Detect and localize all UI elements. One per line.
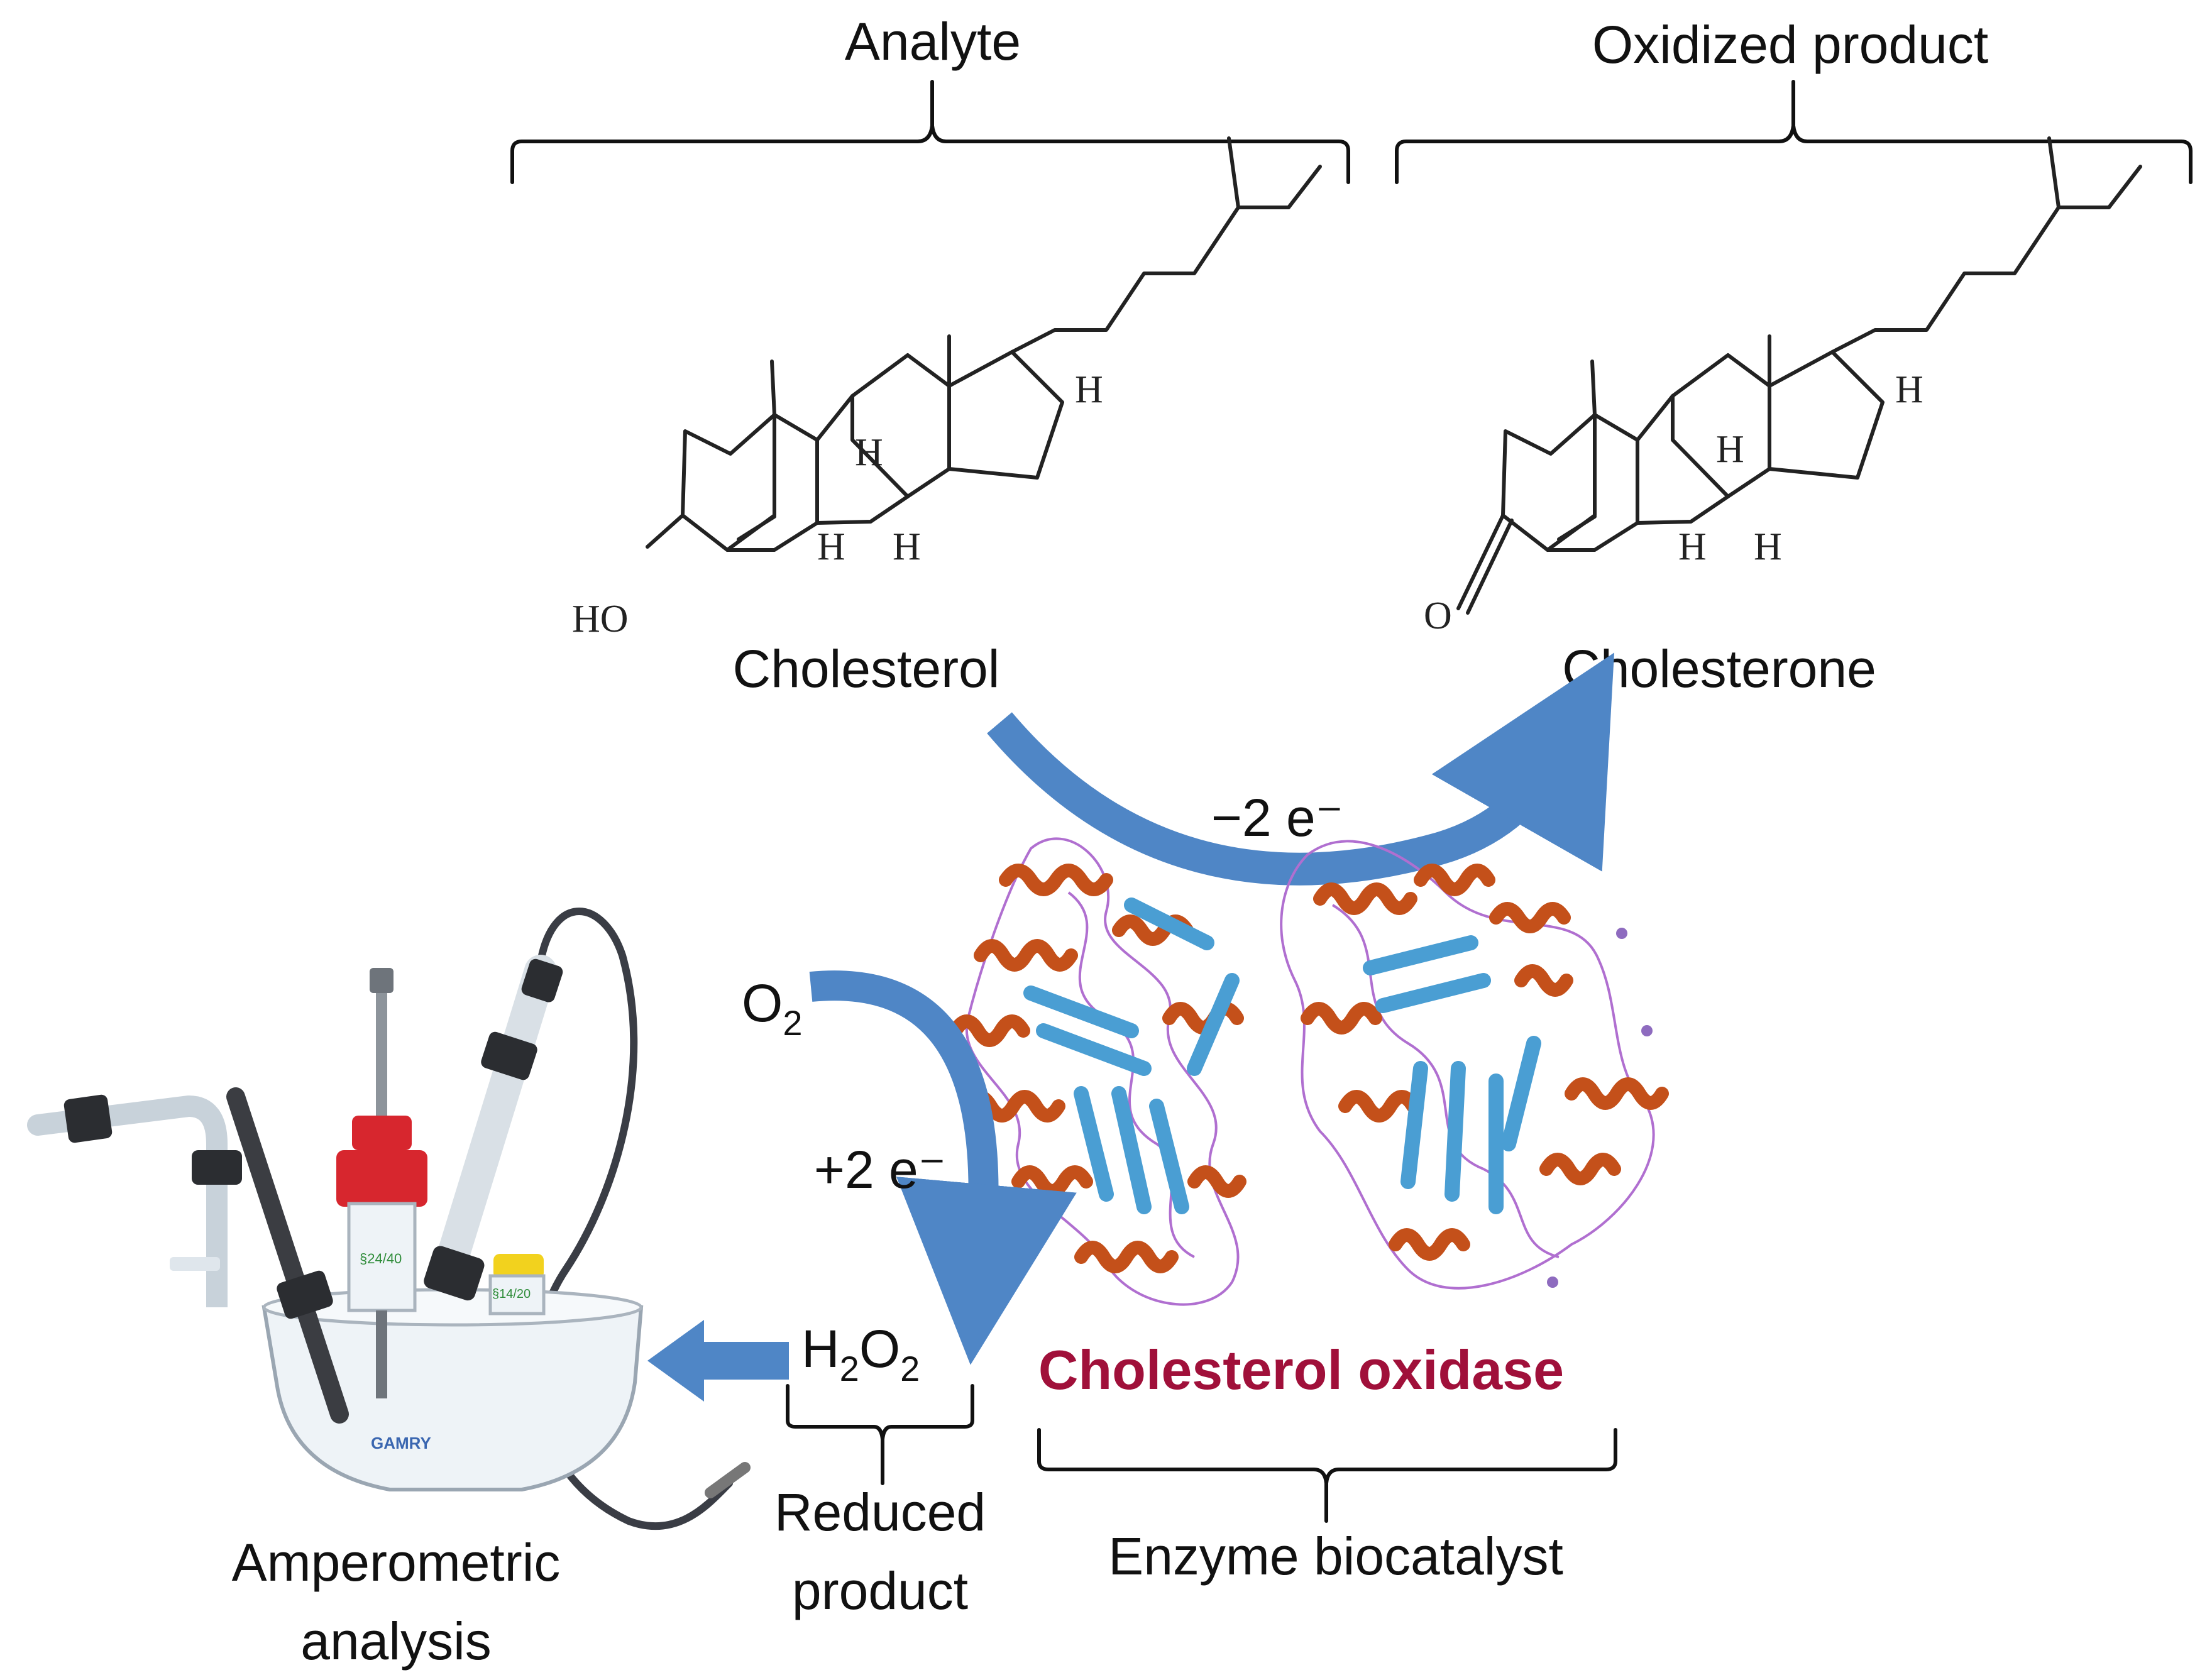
hydrogen-atom: H bbox=[893, 525, 921, 568]
cholesterol-structure: HO H H H H bbox=[572, 138, 1320, 640]
analyte-label: Analyte bbox=[845, 12, 1021, 71]
reduction-arrow-icon bbox=[809, 970, 1077, 1365]
hydrogen-peroxide-label: H2O2 bbox=[801, 1319, 920, 1388]
cholesterone-label: Cholesterone bbox=[1562, 639, 1876, 698]
analyte-bracket-icon bbox=[510, 80, 1350, 184]
hydrogen-atom: H bbox=[817, 525, 845, 568]
ketone-oxygen: O bbox=[1424, 595, 1452, 637]
cholesterone-structure: O H H H H bbox=[1424, 138, 2140, 637]
oxidized-product-bracket-icon bbox=[1395, 80, 2193, 184]
oxidation-arrow-icon bbox=[987, 652, 1615, 886]
hydrogen-atom: H bbox=[855, 431, 883, 474]
amperometric-label-line1: Amperometric bbox=[232, 1533, 561, 1592]
hydrogen-atom: H bbox=[1678, 525, 1707, 568]
electrochemical-cell-icon: GAMRY §24/40 §14/20 bbox=[27, 908, 751, 1530]
enzyme-name-label: Cholesterol oxidase bbox=[1038, 1339, 1564, 1401]
reduced-product-bracket-icon bbox=[786, 1384, 974, 1485]
hydrogen-atom: H bbox=[1075, 368, 1103, 411]
side-joint-marking: §14/20 bbox=[492, 1287, 531, 1301]
oxidized-product-label: Oxidized product bbox=[1592, 15, 1988, 74]
hydrogen-atom: H bbox=[1754, 525, 1782, 568]
hydrogen-atom: H bbox=[1716, 428, 1744, 471]
minus-two-electrons-label: −2 e⁻ bbox=[1211, 788, 1343, 847]
protein-ribbon-icon bbox=[949, 837, 1669, 1306]
hydroxyl-group: HO bbox=[572, 598, 629, 640]
enzyme-bracket-icon bbox=[1037, 1428, 1617, 1523]
reduced-product-label-line2: product bbox=[792, 1561, 968, 1620]
cholesterol-label: Cholesterol bbox=[733, 639, 1000, 698]
cell-brand-text: GAMRY bbox=[371, 1434, 431, 1452]
plus-two-electrons-label: +2 e⁻ bbox=[814, 1140, 946, 1199]
enzyme-biocatalyst-label: Enzyme biocatalyst bbox=[1108, 1527, 1563, 1586]
hydrogen-atom: H bbox=[1895, 368, 1923, 411]
detection-arrow-icon bbox=[647, 1320, 789, 1402]
reduced-product-label-line1: Reduced bbox=[774, 1483, 986, 1542]
center-joint-marking: §24/40 bbox=[360, 1251, 402, 1266]
oxygen-label: O2 bbox=[742, 974, 803, 1043]
amperometric-label-line2: analysis bbox=[300, 1611, 491, 1671]
